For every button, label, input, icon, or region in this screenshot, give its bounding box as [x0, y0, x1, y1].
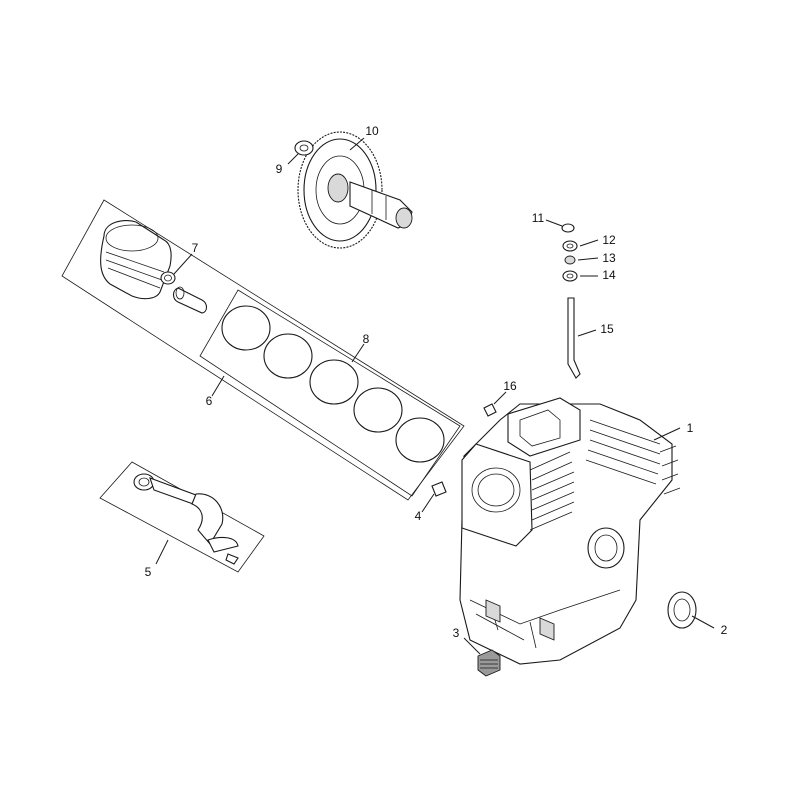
dowel-pin-upper	[483, 403, 497, 417]
connecting-rod	[133, 473, 239, 565]
callout-13: 13	[602, 251, 616, 265]
conrod-group-frame	[99, 461, 265, 573]
oil-seal	[667, 591, 697, 629]
drain-plug	[477, 649, 501, 677]
callout-3: 3	[452, 626, 460, 640]
governor-spacer	[564, 255, 576, 265]
callout-4: 4	[414, 509, 422, 523]
governor-washer-lower	[562, 270, 578, 282]
piston-pin	[172, 286, 208, 314]
callout-8: 8	[362, 332, 370, 346]
callout-6: 6	[205, 394, 213, 408]
callout-7: 7	[191, 241, 199, 255]
crankcase	[459, 397, 681, 665]
piston	[100, 219, 172, 300]
dowel-pin-lower	[431, 481, 447, 497]
callout-11: 11	[531, 211, 545, 225]
callout-12: 12	[602, 233, 616, 247]
callout-5: 5	[144, 565, 152, 579]
governor-washer-upper	[562, 240, 578, 252]
callout-14: 14	[602, 268, 616, 282]
camshaft-washer	[294, 140, 314, 156]
callout-1: 1	[686, 421, 694, 435]
piston-rings	[221, 305, 445, 463]
callout-15: 15	[600, 322, 614, 336]
piston-group-frame	[61, 199, 465, 501]
leader-lines	[155, 137, 715, 655]
callout-10: 10	[365, 124, 379, 138]
callout-9: 9	[275, 162, 283, 176]
camshaft-gear	[297, 131, 413, 249]
governor-shaft	[567, 297, 581, 379]
callout-16: 16	[503, 379, 517, 393]
callout-2: 2	[720, 623, 728, 637]
piston-clip	[160, 271, 176, 285]
rings-group-frame	[199, 289, 461, 497]
governor-clip	[561, 223, 575, 233]
